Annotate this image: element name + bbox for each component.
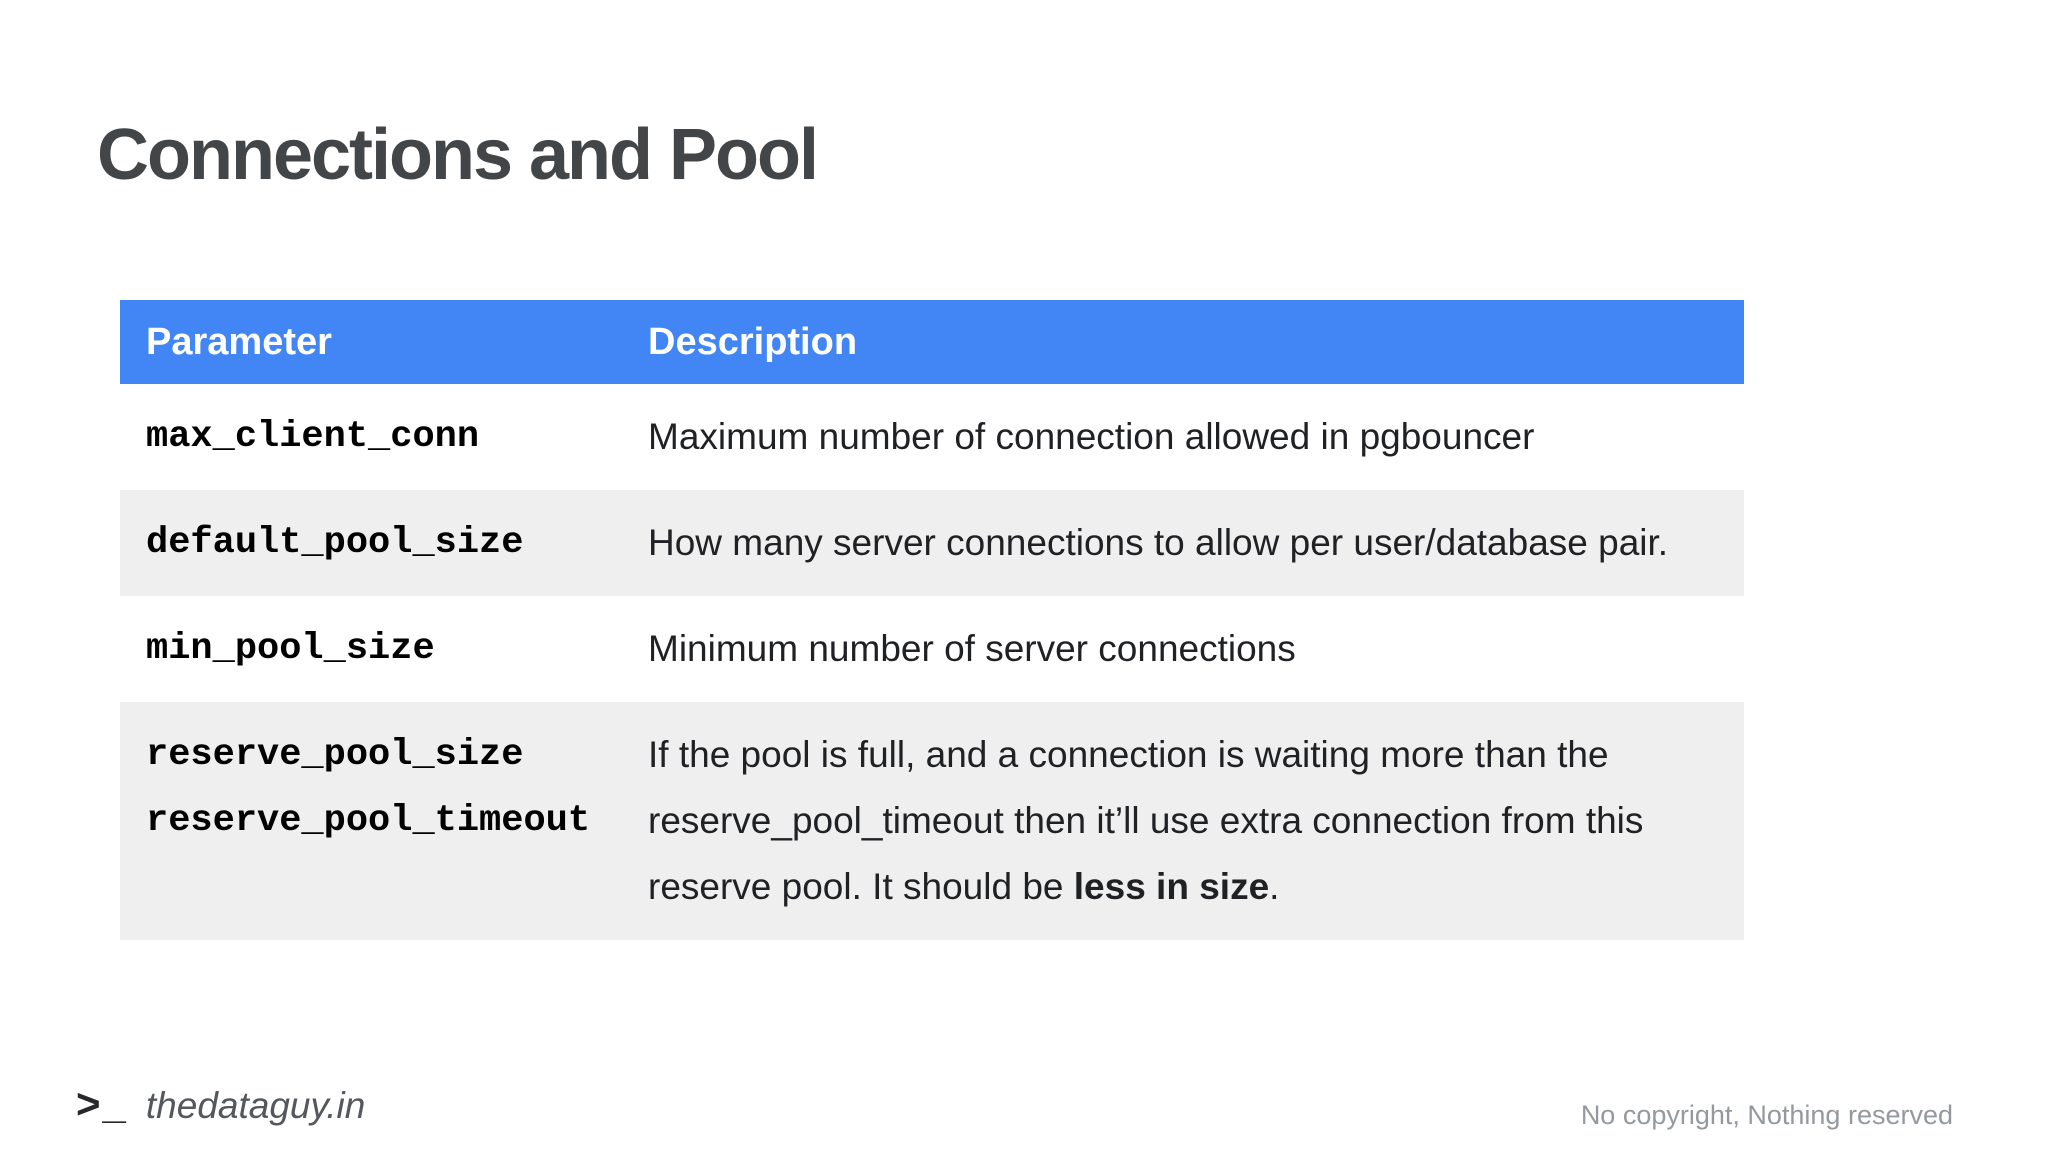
copyright-note: No copyright, Nothing reserved — [1580, 1100, 1953, 1130]
description-cell: Maximum number of connection allowed in … — [622, 384, 1744, 490]
description-text-bold: less in size — [1073, 866, 1270, 907]
parameter-name: reserve_pool_timeout — [146, 800, 591, 842]
parameter-name: min_pool_size — [146, 628, 435, 670]
description-text: Minimum number of server connections — [648, 628, 1296, 669]
parameters-table: Parameter Description max_client_conn Max… — [120, 300, 1744, 940]
table-row: reserve_pool_size reserve_pool_timeout If … — [120, 702, 1744, 940]
table-row: max_client_conn Maximum number of connect… — [120, 384, 1744, 490]
table-header-row: Parameter Description — [120, 300, 1744, 384]
column-header-parameter: Parameter — [146, 320, 332, 363]
parameter-cell: default_pool_size — [120, 490, 622, 596]
description-text: If the pool is full, and a connection is… — [648, 734, 1644, 907]
parameter-cell: max_client_conn — [120, 384, 622, 490]
parameter-cell: reserve_pool_size reserve_pool_timeout — [120, 702, 622, 940]
table-row: default_pool_size How many server connect… — [120, 490, 1744, 596]
description-cell: How many server connections to allow per… — [622, 490, 1744, 596]
parameter-name: reserve_pool_size — [146, 734, 524, 776]
page-title: Connections and Pool — [97, 115, 819, 195]
parameter-name: default_pool_size — [146, 522, 524, 564]
description-text: How many server connections to allow per… — [648, 522, 1669, 563]
parameter-cell: min_pool_size — [120, 596, 622, 702]
description-cell: Minimum number of server connections — [622, 596, 1744, 702]
site-name: thedataguy.in — [145, 1085, 366, 1126]
parameter-name: max_client_conn — [146, 416, 480, 458]
table-body: max_client_conn Maximum number of connect… — [120, 384, 1744, 940]
description-cell: If the pool is full, and a connection is… — [622, 702, 1744, 940]
brand-footer: >_ thedataguy.in — [76, 1080, 365, 1128]
table-row: min_pool_size Minimum number of server co… — [120, 596, 1744, 702]
description-text: . — [1269, 866, 1280, 907]
description-text: Maximum number of connection allowed in … — [648, 416, 1535, 457]
terminal-prompt-icon: >_ — [76, 1080, 128, 1127]
column-header-description: Description — [648, 320, 858, 363]
